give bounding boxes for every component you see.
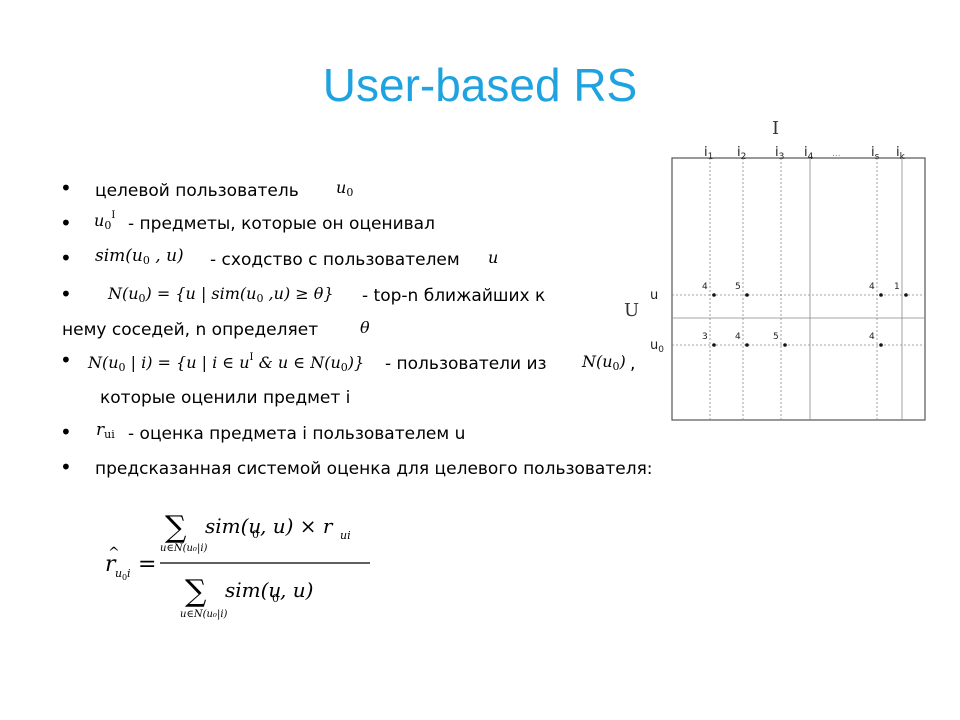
formula-sum-num-index: u∈N(u₀|i) [160,543,208,554]
math-N-u0: N(u0) [582,352,626,373]
bullet-marker: • [60,455,72,479]
bullet-text-rated-item-i: которые оценили предмет i [100,388,351,408]
bullet-text-rating: - оценка предмета i пользователем u [128,424,466,444]
math-r-ui: rui [96,420,115,441]
math-theta: θ [360,318,370,337]
matrix-column-label-i3: i3 [775,145,784,162]
matrix-column-label-i4: i4 [804,145,814,162]
matrix-column-ellipsis: ... [832,149,841,159]
matrix-rating-dot [745,343,749,347]
formula-sum-den: ∑ [185,574,207,609]
formula-num-rsub: ui [340,529,351,542]
bullet-marker: • [60,348,72,372]
matrix-column-label-i1: i1 [704,145,713,162]
bullet-text-rated-items: - предметы, которые он оценивал [128,214,435,234]
bullet-text-prediction: предсказанная системой оценка для целево… [95,459,653,479]
matrix-rating-dot [712,343,716,347]
formula-den-sub: 0 [272,592,279,605]
bullet-marker: • [60,176,72,200]
slide-title: User-based RS [322,59,638,111]
matrix-rating-value: 4 [869,282,875,292]
formula-r-subi: i [127,567,131,580]
math-sim: sim(u0 , u) [95,246,184,267]
matrix-rating-dot [745,293,749,297]
bullet-text-similarity: - сходство с пользователем [210,250,460,270]
prediction-formula: r ^ u 0 i = ∑ u∈N(u₀|i) sim(u 0 , u) × r… [105,510,370,620]
matrix-rating-value: 5 [773,332,779,342]
bullet-marker: • [60,211,72,235]
bullet-marker: • [60,282,72,306]
bullet-text-target-user: целевой пользователь [95,181,299,201]
bullet-text-top-n: - top-n ближайших к [362,286,546,306]
math-u0-I: u0I [94,210,116,232]
formula-equals: = [138,552,156,577]
matrix-rating-value: 5 [735,282,741,292]
comma: , [630,354,636,374]
matrix-column-label-i2: i2 [737,145,746,162]
formula-r-hat: r [105,552,117,577]
matrix-rating-value: 1 [894,282,900,292]
bullet-marker: • [60,246,72,270]
math-neighbors-set: N(u0) = {u | sim(u0 ,u) ≥ θ} [108,284,334,305]
matrix-frame [671,157,926,421]
formula-num-body2: , u) × r [260,514,334,538]
matrix-row-label-u: u [650,288,658,303]
matrix-rating-value: 3 [702,332,708,342]
formula-hat-accent: ^ [108,545,120,561]
matrix-rating-dot [879,343,883,347]
formula-den-body: sim(u [225,578,281,602]
formula-r-sub0: 0 [122,573,127,582]
matrix-rating-value: 4 [869,332,875,342]
formula-sum-num: ∑ [165,510,187,545]
formula-num-sub: 0 [252,528,259,541]
matrix-label-items: I [772,118,779,139]
matrix-row-label-u0: u0 [650,338,664,355]
formula-num-body: sim(u [205,514,261,538]
matrix-rating-dot [783,343,787,347]
matrix-rating-value: 4 [735,332,741,342]
matrix-label-users: U [624,300,639,321]
bullet-text-continuation: нему соседей, n определяет [62,320,319,340]
matrix-rating-dot [712,293,716,297]
matrix-rating-dot [879,293,883,297]
formula-den-body2: , u) [280,578,313,602]
matrix-rating-value: 4 [702,282,708,292]
formula-r-sub: u [115,567,122,580]
matrix-rating-dot [904,293,908,297]
math-neighbors-item-set: N(u0 | i) = {u | i ∈ uI & u ∈ N(u0)} [88,352,365,374]
matrix-column-label-ik: ik [896,145,906,162]
math-u: u [488,248,499,267]
matrix-column-label-is: is [871,145,880,162]
math-u0: u0 [336,178,354,199]
formula-sum-den-index: u∈N(u₀|i) [180,609,228,620]
bullet-marker: • [60,420,72,444]
bullet-text-users-from: - пользователи из [385,354,547,374]
